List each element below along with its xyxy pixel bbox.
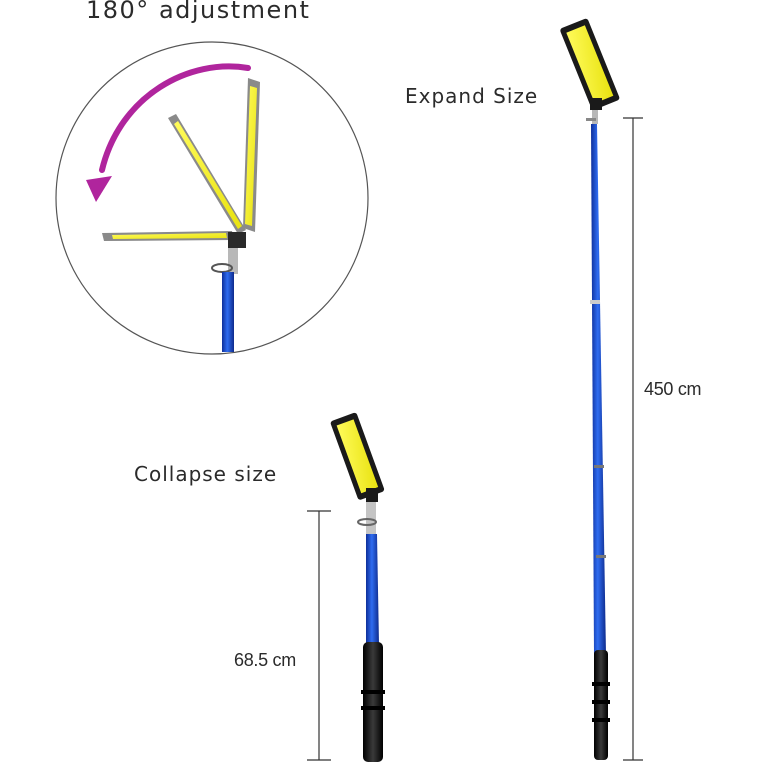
arrow-head-icon	[86, 176, 112, 202]
panel-angled	[168, 114, 246, 234]
expand-length-label: 450 cm	[644, 379, 702, 399]
dimension-collapse	[307, 510, 331, 761]
dimension-expand	[623, 117, 643, 761]
expand-size-label: Expand Size	[405, 84, 539, 108]
collapsed-pole	[330, 412, 385, 762]
adjustment-title: 180° adjustment	[86, 0, 311, 24]
panel-horizontal	[102, 231, 234, 241]
collapse-length-label: 68.5 cm	[234, 650, 296, 670]
collapse-size-label: Collapse size	[134, 462, 278, 486]
detail-circle	[55, 41, 369, 355]
panel-vertical	[243, 78, 260, 232]
rotation-arrow-icon	[99, 63, 251, 173]
expanded-pole	[560, 18, 620, 760]
